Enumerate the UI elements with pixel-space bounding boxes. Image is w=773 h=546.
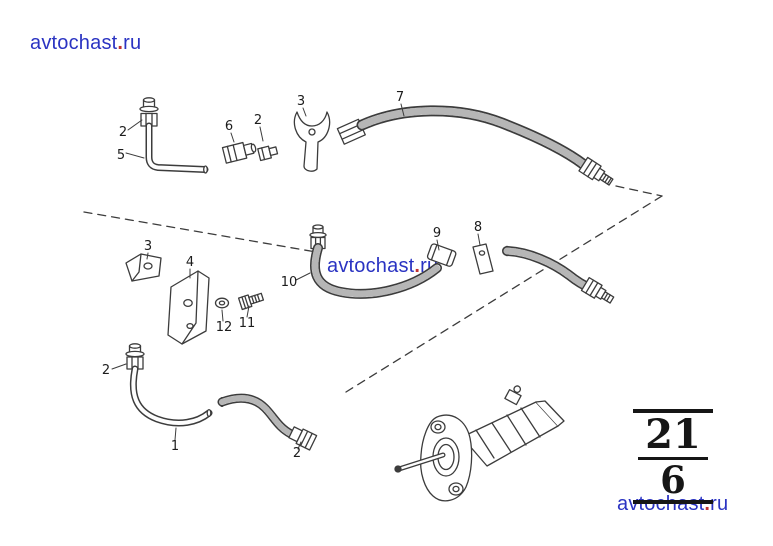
callout-6: 6 xyxy=(225,119,233,134)
watermark-top-left: avtochast.ru xyxy=(30,32,141,55)
callout-1: 1 xyxy=(171,439,179,454)
part-11-bolt xyxy=(237,292,265,311)
part-6-connector xyxy=(221,141,257,164)
watermark-dot: . xyxy=(704,493,711,515)
callout-12: 12 xyxy=(216,320,233,335)
part-1-hose-section xyxy=(217,393,318,451)
callout-7: 7 xyxy=(396,90,404,105)
watermark-site-name: avtochast xyxy=(327,255,415,277)
callout-5: 5 xyxy=(117,148,125,163)
callout-2-top-nut: 2 xyxy=(119,125,127,140)
callout-2-bottom-mid: 2 xyxy=(293,446,301,461)
section-main-number: 21 xyxy=(645,411,701,458)
part-8-holder xyxy=(472,243,494,275)
slave-cylinder-drawing xyxy=(394,385,565,502)
callout-10: 10 xyxy=(281,275,298,290)
part-5-elbow-pipe xyxy=(139,97,209,174)
part-4-bracket-plate xyxy=(167,270,210,345)
callout-3-wing: 3 xyxy=(297,94,305,109)
callout-labels: 2 5 6 2 3 7 3 4 12 11 10 9 8 2 1 2 xyxy=(102,90,482,461)
section-sub-number: 6 xyxy=(660,458,686,502)
part-2-union-fitting xyxy=(257,145,279,162)
callout-leader-lines xyxy=(111,103,481,450)
part-7-hose xyxy=(336,105,614,186)
section-badge: 21 6 xyxy=(633,409,713,504)
part-9-clip xyxy=(426,243,457,267)
watermark-tld: ru xyxy=(710,493,729,515)
part-12-washer xyxy=(214,297,230,309)
part-3-wing-bracket xyxy=(293,111,331,172)
callout-4: 4 xyxy=(186,255,194,270)
callout-2-bottom-left: 2 xyxy=(102,363,110,378)
assembly-reference-lines xyxy=(83,185,663,393)
watermark-dot: . xyxy=(117,32,124,54)
part-1-pipe xyxy=(125,343,213,427)
callout-3-bracket: 3 xyxy=(144,239,152,254)
watermark-bottom-right: avtochast.ru xyxy=(617,493,728,516)
callout-11: 11 xyxy=(239,316,256,331)
callout-9: 9 xyxy=(433,226,441,241)
part-10-hose-rear-section xyxy=(502,245,615,304)
watermark-tld: ru xyxy=(123,32,142,54)
watermark-site-name: avtochast xyxy=(617,493,705,515)
section-divider-line xyxy=(638,457,708,460)
part-10-hose xyxy=(309,224,442,299)
callout-2-union: 2 xyxy=(254,113,262,128)
watermark-site-name: avtochast xyxy=(30,32,118,54)
callout-8: 8 xyxy=(474,220,482,235)
part-3-bracket xyxy=(125,253,162,282)
watermark-dot: . xyxy=(414,255,421,277)
